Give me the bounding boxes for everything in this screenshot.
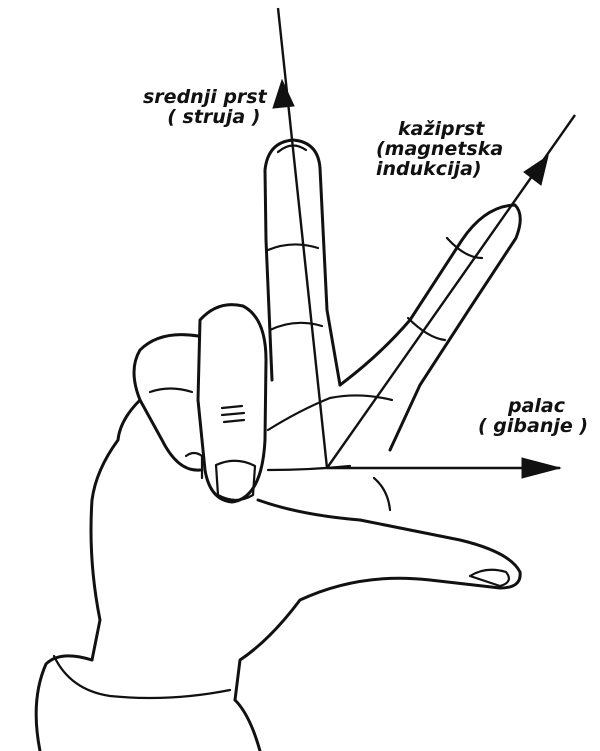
- palm-outline: [91, 400, 140, 660]
- little-finger-joint: [150, 389, 192, 393]
- cuff-fold: [54, 656, 230, 698]
- middle-finger-label: srednji prst ( struja ): [143, 88, 267, 128]
- middle-finger-label-line2: ( struja ): [143, 108, 267, 128]
- arrow-up-icon: [273, 80, 294, 108]
- left-hand-drawing: [36, 140, 520, 751]
- little-finger-nail: [186, 453, 202, 478]
- thumb-label: palac ( gibanje ): [478, 397, 588, 437]
- curled-little-finger: [134, 335, 200, 471]
- index-finger-joint-2: [408, 318, 445, 340]
- curled-ring-finger: [198, 305, 266, 502]
- arrow-right-icon: [522, 458, 560, 478]
- index-finger-label-line2: (magnetska: [376, 140, 503, 160]
- thumb-label-line2: ( gibanje ): [478, 417, 588, 437]
- wrist-cuff: [36, 656, 92, 751]
- middle-finger-outline: [265, 140, 340, 385]
- current-axis-line: [278, 8, 327, 468]
- thumb-joint: [374, 478, 390, 510]
- middle-finger-label-line1: srednji prst: [143, 88, 267, 108]
- thumb-nail: [470, 570, 509, 586]
- thumb-label-line1: palac: [478, 397, 588, 417]
- middle-finger-joint-2: [270, 323, 322, 330]
- index-finger-label: kažiprst (magnetska indukcija): [376, 120, 503, 180]
- middle-finger-joint-1: [268, 244, 318, 250]
- thumb-outline: [235, 500, 520, 700]
- ring-finger-knuckle: [222, 406, 244, 422]
- index-finger-label-line1: kažiprst: [376, 120, 503, 140]
- index-finger-label-line3: indukcija): [376, 160, 503, 180]
- wrist-cuff-2: [235, 700, 260, 751]
